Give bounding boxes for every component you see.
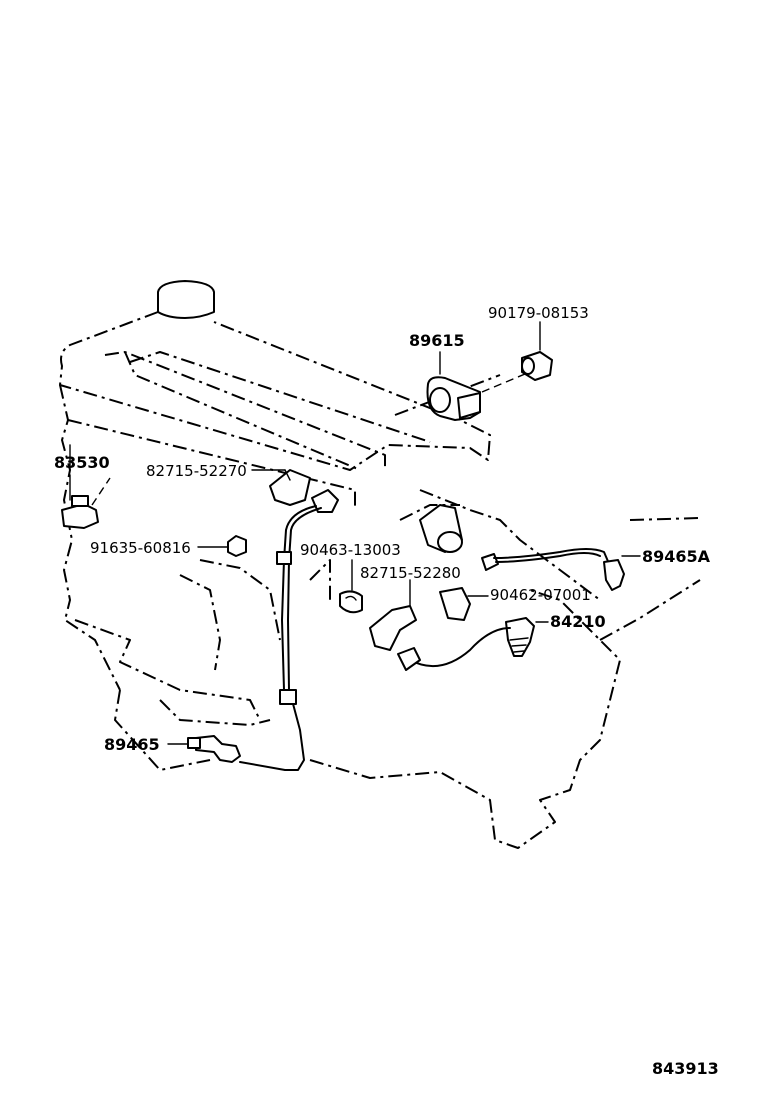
label-83530: 83530 [54, 453, 110, 472]
label-90462-07001: 90462-07001 [490, 586, 591, 604]
label-91635-60816: 91635-60816 [90, 539, 191, 557]
clip-90463 [339, 559, 363, 614]
label-90463-13003: 90463-13003 [300, 541, 401, 559]
oxygen-sensor-89465 [167, 489, 339, 771]
label-89615: 89615 [409, 331, 465, 350]
oil-pressure-switch [61, 444, 111, 529]
label-84210: 84210 [550, 612, 606, 631]
label-82715-52270: 82715-52270 [146, 462, 247, 480]
bracket-82715-52270 [251, 469, 311, 506]
oxygen-sensor-89465A [481, 548, 641, 591]
bolt-91635 [197, 535, 247, 557]
engine-outline [59, 280, 701, 849]
sensor-mount-pipe [419, 504, 463, 553]
crank-sensor-84210 [397, 617, 549, 671]
label-90179-08153: 90179-08153 [488, 304, 589, 322]
clip-90462 [439, 587, 489, 621]
label-89465A: 89465A [642, 547, 711, 566]
part-labels: 90179-08153 89615 83530 82715-52270 9163… [54, 304, 719, 1078]
label-89465: 89465 [104, 735, 160, 754]
label-82715-52280: 82715-52280 [360, 564, 461, 582]
knock-sensor-assembly [426, 321, 553, 421]
diagram-code: 843913 [652, 1059, 719, 1078]
bracket-82715-52280 [369, 579, 417, 651]
